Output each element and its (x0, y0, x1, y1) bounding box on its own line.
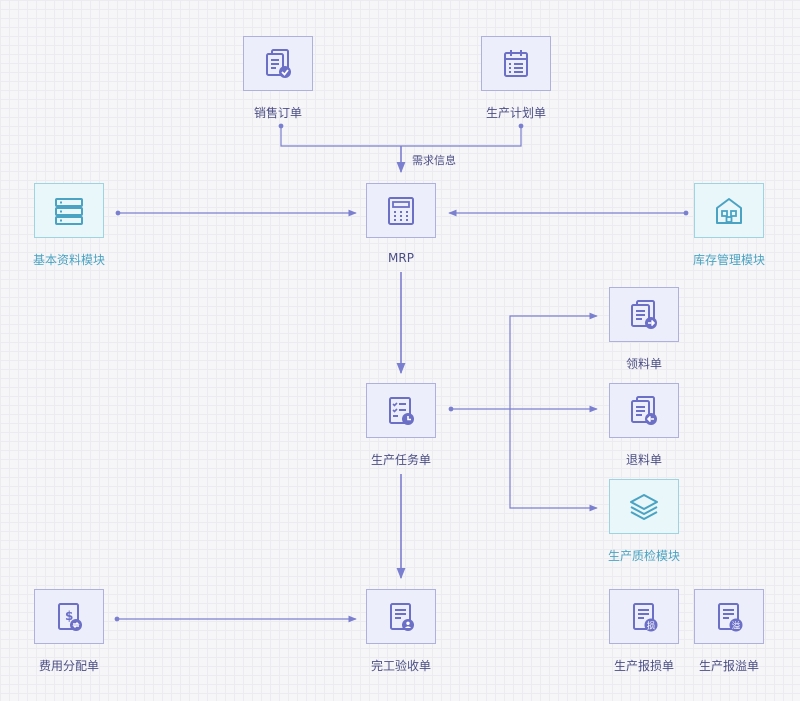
production-plan-box[interactable] (481, 36, 551, 91)
mrp-label: MRP (388, 251, 414, 265)
node-material-requisition[interactable]: 领料单 (609, 287, 681, 371)
production-task-box[interactable] (366, 383, 436, 438)
cost-allocation-box[interactable]: $ (34, 589, 104, 644)
sales-order-box[interactable] (243, 36, 313, 91)
node-inventory[interactable]: 库存管理模块 (693, 183, 766, 267)
node-mrp[interactable]: MRP (366, 183, 438, 265)
node-production-loss[interactable]: 损 生产报损单 (609, 589, 681, 673)
production-task-label: 生产任务单 (370, 453, 431, 467)
sales-order-label: 销售订单 (253, 106, 302, 120)
completion-receipt-box[interactable] (366, 589, 436, 644)
server-stack-icon (55, 197, 83, 225)
inventory-box[interactable] (694, 183, 764, 238)
inventory-label: 库存管理模块 (692, 253, 765, 267)
material-requisition-box[interactable] (609, 287, 679, 342)
production-loss-box[interactable]: 损 (609, 589, 679, 644)
calendar-icon (504, 49, 528, 77)
production-plan-label: 生产计划单 (485, 106, 546, 120)
warehouse-icon (716, 197, 742, 224)
document-overflow-icon: 溢 (718, 602, 743, 631)
document-arrow-right-icon (631, 299, 657, 329)
basic-data-box[interactable] (34, 183, 104, 238)
node-production-task[interactable]: 生产任务单 (366, 383, 438, 467)
loss-badge-text: 损 (647, 620, 656, 631)
node-production-plan[interactable]: 生产计划单 (481, 36, 553, 120)
node-material-return[interactable]: 退料单 (609, 383, 681, 467)
node-quality-inspection[interactable]: 生产质检模块 (608, 479, 681, 563)
node-basic-data[interactable]: 基本资料模块 (33, 183, 106, 267)
production-overflow-label: 生产报溢单 (698, 659, 759, 673)
material-requisition-label: 领料单 (625, 357, 662, 371)
node-sales-order[interactable]: 销售订单 (243, 36, 315, 120)
basic-data-label: 基本资料模块 (32, 253, 105, 267)
completion-receipt-label: 完工验收单 (370, 659, 431, 673)
node-production-overflow[interactable]: 溢 生产报溢单 (694, 589, 766, 673)
material-return-label: 退料单 (625, 453, 662, 467)
document-dollar-icon: $ (58, 602, 82, 631)
calculator-icon (388, 196, 414, 225)
node-cost-allocation[interactable]: $ 费用分配单 (34, 589, 106, 673)
quality-inspection-label: 生产质检模块 (607, 549, 680, 563)
production-overflow-box[interactable]: 溢 (694, 589, 764, 644)
edge-sales-to-mrp (278, 123, 524, 147)
demand-info-label: 需求信息 (412, 154, 456, 167)
mrp-box[interactable] (366, 183, 436, 238)
production-loss-label: 生产报损单 (613, 659, 674, 673)
material-return-box[interactable] (609, 383, 679, 438)
layers-icon (630, 493, 658, 520)
svg-text:$: $ (65, 609, 73, 623)
edge-task-to-requisition (509, 312, 598, 409)
document-arrow-left-icon (631, 395, 657, 425)
cost-allocation-label: 费用分配单 (38, 659, 99, 673)
document-user-icon (390, 602, 414, 631)
quality-inspection-box[interactable] (609, 479, 679, 534)
overflow-badge-text: 溢 (732, 620, 741, 631)
document-loss-icon: 损 (633, 602, 658, 631)
document-check-icon (266, 48, 291, 78)
checklist-clock-icon (389, 396, 414, 425)
edge-task-to-quality (509, 409, 598, 512)
node-completion-receipt[interactable]: 完工验收单 (366, 589, 438, 673)
